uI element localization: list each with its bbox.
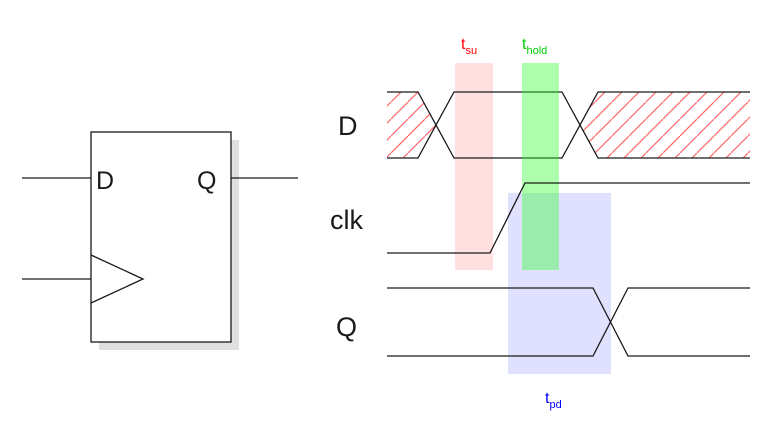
hold-time-label: thold xyxy=(522,36,547,57)
d-upper-trace xyxy=(387,91,750,159)
setup-time-region xyxy=(455,63,493,270)
d-hatch-right xyxy=(580,92,750,158)
hold-time-sub: hold xyxy=(526,45,547,57)
d-signal-label: D xyxy=(338,111,358,141)
d-pin-label: D xyxy=(96,167,114,195)
propagation-delay-label: tpd xyxy=(545,390,562,411)
d-hatch-left xyxy=(387,92,436,158)
q-signal-waveform xyxy=(387,287,750,357)
clk-signal-waveform xyxy=(387,182,750,254)
hold-time-base: t xyxy=(522,36,527,53)
propagation-delay-region xyxy=(508,193,611,374)
clk-signal-label: clk xyxy=(330,205,363,235)
q-lower-trace xyxy=(387,287,750,357)
flipflop-body xyxy=(90,131,232,343)
d-signal-waveform xyxy=(387,91,750,159)
propagation-delay-sub: pd xyxy=(549,399,561,411)
q-signal-label: Q xyxy=(336,312,357,342)
q-pin-label: Q xyxy=(197,167,216,195)
hold-time-region xyxy=(522,63,559,270)
setup-time-sub: su xyxy=(465,45,477,57)
d-lower-trace xyxy=(387,91,750,159)
clock-triangle-icon xyxy=(90,254,145,304)
setup-time-base: t xyxy=(461,36,466,53)
propagation-delay-base: t xyxy=(545,390,550,407)
setup-time-label: tsu xyxy=(461,36,477,57)
flipflop: D Q xyxy=(22,131,298,350)
